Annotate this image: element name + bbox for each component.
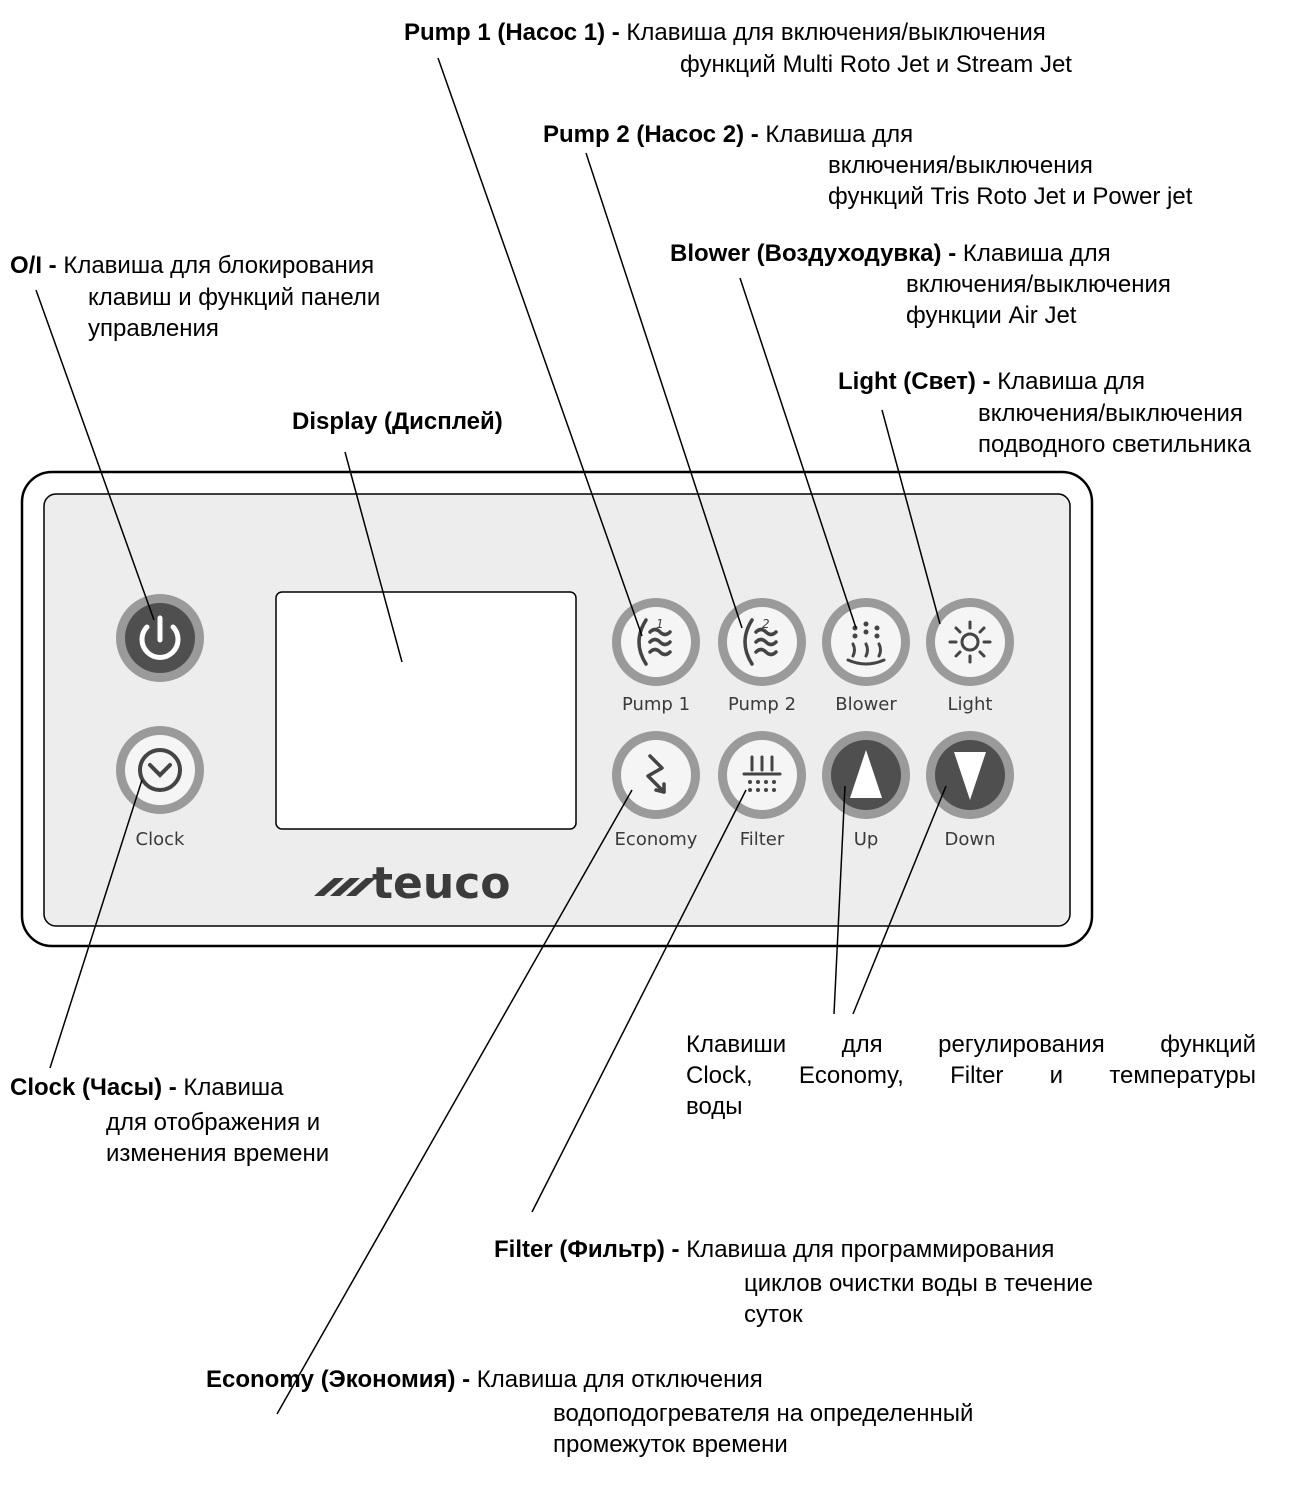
display-title: Display (Дисплей) <box>292 408 503 435</box>
filter-icon <box>742 755 782 776</box>
onoff-key[interactable] <box>116 594 204 682</box>
brand-wordmark: teuco <box>372 858 511 909</box>
annotation-clock-cont: для отображения и изменения времени <box>106 1107 329 1169</box>
teuco-logo: teuco <box>314 858 511 909</box>
annotation-onoff-cont: клавиш и функций панели управления <box>88 282 380 344</box>
annotation-pump2-cont: включения/выключения функций Tris Roto J… <box>828 150 1192 212</box>
pump2-key-icon-digit: 2 <box>762 617 770 631</box>
economy-line-2: водоподогревателя на определенный <box>553 1400 974 1427</box>
clock-line-2: для отображения и <box>106 1109 321 1136</box>
filter-key-label: Filter <box>740 829 785 850</box>
annotation-updown: Клавиши для регулирования функций Clock,… <box>686 1029 1256 1122</box>
annotation-economy: Economy (Экономия) - Клавиша для отключе… <box>206 1364 763 1395</box>
onoff-line-1: Клавиша для блокирования <box>63 252 375 279</box>
updown-line-3: воды <box>686 1093 743 1120</box>
pump1-jet-icon <box>637 618 672 666</box>
updown-line-2: Clock, Economy, Filter и температуры <box>686 1062 1256 1089</box>
filter-line-3: суток <box>744 1301 803 1328</box>
annotation-blower: Blower (Воздуходувка) - Клавиша для <box>670 238 1111 269</box>
pump2-jet-icon <box>743 618 778 666</box>
filter-line-1: Клавиша для программирования <box>686 1236 1055 1263</box>
annotation-pump1: Pump 1 (Насос 1) - Клавиша для включения… <box>404 17 1046 48</box>
pump1-key-icon-digit: 1 <box>656 617 664 631</box>
pump1-title: Pump 1 (Насос 1) - <box>404 19 620 46</box>
up-key-label: Up <box>854 829 879 850</box>
leader-onoff <box>35 289 155 621</box>
annotation-blower-cont: включения/выключения функции Air Jet <box>906 269 1171 331</box>
sun-icon <box>948 620 992 664</box>
down-key[interactable]: Down <box>926 731 1014 850</box>
blower-key[interactable]: Blower <box>822 598 910 715</box>
updown-line-1: Клавиши для регулирования функций <box>686 1031 1256 1058</box>
light-line-1: Клавиша для <box>997 368 1145 395</box>
leader-down <box>852 785 947 1015</box>
annotation-onoff: O/I - Клавиша для блокирования <box>10 250 374 281</box>
light-line-2: включения/выключения <box>978 400 1243 427</box>
economy-line-1: Клавиша для отключения <box>476 1366 763 1393</box>
annotation-clock: Clock (Часы) - Клавиша <box>10 1072 284 1103</box>
pump2-key-label: Pump 2 <box>728 694 796 715</box>
pump2-line-1: Клавиша для <box>765 121 914 148</box>
economy-line-3: промежуток времени <box>553 1431 788 1458</box>
pump2-line-2: включения/выключения <box>828 152 1093 179</box>
filter-line-2: циклов очистки воды в течение <box>744 1270 1094 1297</box>
pump2-line-3: функций Tris Roto Jet и Power jet <box>828 183 1193 210</box>
down-key-label: Down <box>944 829 995 850</box>
light-title: Light (Свет) - <box>838 368 991 395</box>
clock-title: Clock (Часы) - <box>10 1074 177 1101</box>
light-key[interactable]: Light <box>926 598 1014 715</box>
leader-blower <box>739 277 857 629</box>
up-arrow-icon <box>850 750 882 798</box>
clock-icon <box>138 748 182 792</box>
filter-title: Filter (Фильтр) - <box>494 1236 680 1263</box>
leader-economy <box>276 789 633 1415</box>
down-arrow-icon <box>954 752 986 800</box>
annotation-filter: Filter (Фильтр) - Клавиша для программир… <box>494 1234 1054 1265</box>
pump2-title: Pump 2 (Насос 2) - <box>543 121 759 148</box>
annotation-light: Light (Свет) - Клавиша для <box>838 366 1145 397</box>
blower-line-3: функции Air Jet <box>906 302 1077 329</box>
pump1-key[interactable]: 1 Pump 1 <box>612 598 700 715</box>
economy-key[interactable]: Economy <box>612 731 700 850</box>
pump1-line-1: Клавиша для включения/выключения <box>626 19 1046 46</box>
onoff-line-2: клавиш и функций панели <box>88 284 381 311</box>
economy-key-label: Economy <box>615 829 698 850</box>
leader-clock <box>49 779 143 1069</box>
clock-line-3: изменения времени <box>106 1140 330 1167</box>
display-screen <box>275 591 577 830</box>
leader-pump1 <box>437 57 643 637</box>
leader-display <box>344 451 403 663</box>
blower-title: Blower (Воздуходувка) - <box>670 240 957 267</box>
onoff-title: O/I - <box>10 252 57 279</box>
pump1-key-label: Pump 1 <box>622 694 690 715</box>
economy-title: Economy (Экономия) - <box>206 1366 471 1393</box>
leader-up <box>833 785 846 1015</box>
annotation-filter-cont: циклов очистки воды в течение суток <box>744 1268 1093 1330</box>
leader-light <box>881 409 941 625</box>
annotation-pump1-cont: функций Multi Roto Jet и Stream Jet <box>680 49 1072 80</box>
pump1-line-2: функций Multi Roto Jet и Stream Jet <box>680 51 1072 78</box>
blower-line-2: включения/выключения <box>906 271 1171 298</box>
clock-line-1: Клавиша <box>183 1074 284 1101</box>
blower-line-1: Клавиша для <box>962 240 1111 267</box>
annotation-economy-cont: водоподогревателя на определенный промеж… <box>553 1398 973 1460</box>
light-line-3: подводного светильника <box>978 431 1251 458</box>
leader-pump2 <box>585 152 743 629</box>
annotation-display: Display (Дисплей) <box>292 406 503 437</box>
light-key-label: Light <box>948 694 993 715</box>
annotation-light-cont: включения/выключения подводного светильн… <box>978 398 1251 460</box>
power-icon <box>139 615 181 660</box>
onoff-line-3: управления <box>88 315 219 342</box>
air-bubbles-icon <box>852 621 880 639</box>
clock-key-label: Clock <box>136 829 185 850</box>
economy-arrow-icon <box>646 754 666 794</box>
annotation-pump2: Pump 2 (Насос 2) - Клавиша для <box>543 119 913 150</box>
blower-key-label: Blower <box>835 694 897 715</box>
leader-filter <box>531 789 747 1213</box>
